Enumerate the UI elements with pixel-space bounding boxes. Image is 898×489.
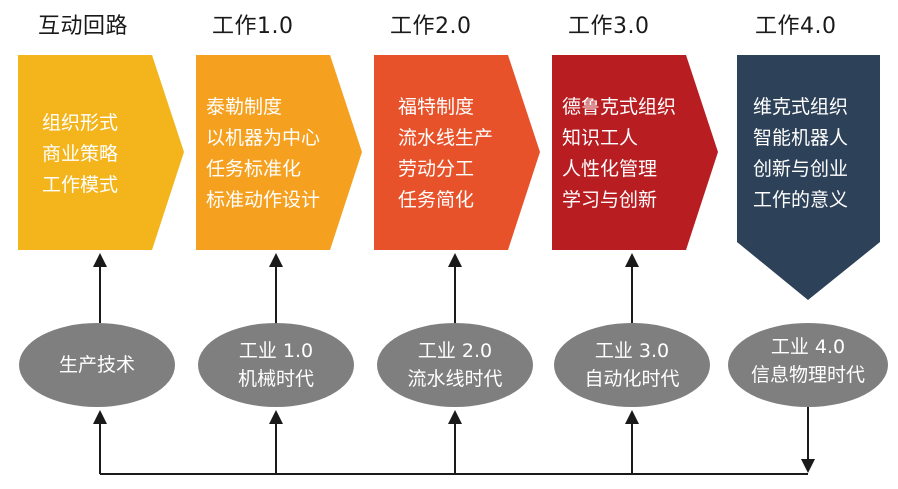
stage-box-work-4: [737, 55, 880, 300]
era-label-industry-2: 工业 2.0 流水线时代: [407, 337, 502, 393]
connector-arrows: [93, 253, 815, 475]
era-label-production-tech: 生产技术: [59, 351, 135, 379]
stage-item: 任务标准化: [206, 158, 302, 180]
stage-items-work-2: 福特制度 流水线生产 劳动分工 任务简化: [398, 92, 493, 216]
stage-item: 德鲁克式组织: [562, 96, 677, 118]
stage-item: 创新与创业: [753, 158, 849, 180]
stage-box-work-2: [374, 55, 540, 250]
stage-items-work-4: 维克式组织 智能机器人 创新与创业 工作的意义: [753, 92, 848, 216]
stage-title-work-3: 工作3.0: [568, 14, 650, 39]
era-ellipse-industry-3: [554, 323, 710, 407]
stage-title-interactive-loop: 互动回路: [38, 14, 129, 39]
stage-items-interactive-loop: 组织形式 商业策略 工作模式: [42, 108, 118, 201]
stage-title-work-2: 工作2.0: [390, 14, 472, 39]
stage-item: 泰勒制度: [206, 96, 283, 118]
stage-title-work-1: 工作1.0: [212, 14, 294, 39]
era-label-industry-1: 工业 1.0 机械时代: [238, 337, 314, 393]
era-ellipse-production-tech: [19, 323, 175, 407]
era-line: 工业 3.0: [594, 340, 670, 362]
stage-item: 商业策略: [42, 143, 119, 165]
stage-item: 工作模式: [42, 174, 119, 196]
stage-items-work-1: 泰勒制度 以机器为中心 任务标准化 标准动作设计: [206, 92, 320, 216]
era-line: 机械时代: [237, 368, 315, 390]
stage-title-work-4: 工作4.0: [755, 14, 837, 39]
stage-item: 维克式组织: [753, 96, 849, 118]
stage-item: 流水线生产: [398, 127, 494, 149]
stage-items-work-3: 德鲁克式组织 知识工人 人性化管理 学习与创新: [562, 92, 676, 216]
era-ellipse-industry-1: [198, 323, 354, 407]
era-line: 自动化时代: [584, 368, 680, 390]
stage-item: 知识工人: [562, 127, 639, 149]
stage-item: 任务简化: [398, 189, 475, 211]
stage-item: 标准动作设计: [206, 189, 321, 211]
era-label-industry-4: 工业 4.0 信息物理时代: [751, 333, 865, 389]
era-line: 流水线时代: [407, 368, 503, 390]
stage-item: 组织形式: [42, 112, 119, 134]
era-line: 工业 2.0: [417, 340, 493, 362]
era-line: 工业 1.0: [238, 340, 314, 362]
era-ellipse-industry-4: [728, 323, 888, 407]
stage-item: 学习与创新: [562, 189, 658, 211]
stage-box-work-3: [552, 55, 718, 250]
stage-item: 人性化管理: [562, 158, 658, 180]
era-line: 生产技术: [58, 354, 136, 376]
era-label-industry-3: 工业 3.0 自动化时代: [584, 337, 679, 393]
era-line: 信息物理时代: [750, 364, 866, 386]
stage-item: 智能机器人: [753, 127, 849, 149]
era-ellipse-industry-2: [377, 323, 533, 407]
stage-item: 工作的意义: [753, 189, 849, 211]
stage-item: 以机器为中心: [206, 127, 321, 149]
stage-box-work-1: [196, 55, 362, 250]
stage-box-interactive-loop: [18, 55, 184, 250]
era-line: 工业 4.0: [770, 336, 846, 358]
stage-item: 劳动分工: [398, 158, 475, 180]
stage-item: 福特制度: [398, 96, 475, 118]
